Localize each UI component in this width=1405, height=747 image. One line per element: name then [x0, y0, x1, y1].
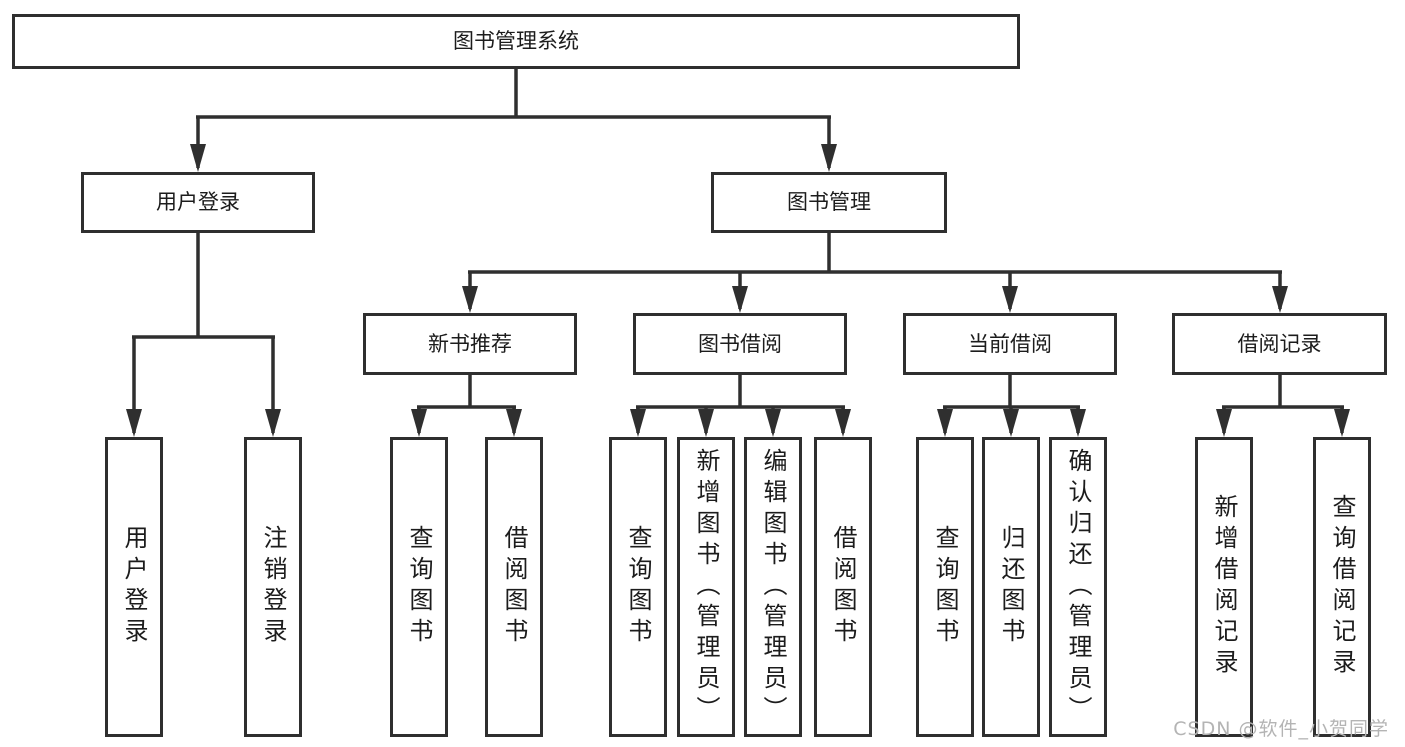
node-borrow-query-books: 查询图书 — [609, 437, 667, 737]
node-label: 借阅记录 — [1237, 331, 1322, 356]
connector-book-management-to-level3 — [462, 233, 1288, 313]
node-label: 用户登录 — [156, 190, 240, 214]
node-book-management: 图书管理 — [711, 172, 947, 233]
node-label: 新增借阅记录 — [1210, 494, 1238, 680]
arrowhead — [1334, 409, 1350, 437]
node-borrow-edit-books-admin: 编辑图书（管理员） — [744, 437, 802, 737]
node-recommend-borrow-books: 借阅图书 — [485, 437, 543, 737]
arrowhead — [126, 409, 142, 437]
connector-current-borrow-to-children — [937, 375, 1086, 437]
node-label: 图书管理 — [787, 190, 871, 214]
arrowhead — [411, 409, 427, 437]
node-label: 新增图书（管理员） — [692, 447, 720, 727]
arrowhead — [821, 144, 837, 172]
connector-book-borrow-to-children — [630, 375, 851, 437]
node-current-return-books: 归还图书 — [982, 437, 1040, 737]
arrowhead — [1002, 286, 1018, 313]
node-label: 查询图书 — [624, 525, 652, 649]
node-label: 查询图书 — [931, 525, 959, 649]
node-borrow-records: 借阅记录 — [1172, 313, 1387, 375]
node-label: 借阅图书 — [500, 525, 528, 649]
node-recommend-query-books: 查询图书 — [390, 437, 448, 737]
node-records-query-record: 查询借阅记录 — [1313, 437, 1371, 737]
node-borrow-add-books-admin: 新增图书（管理员） — [677, 437, 735, 737]
node-new-book-recommend: 新书推荐 — [363, 313, 577, 375]
csdn-watermark: CSDN @软件_小贺同学 — [1173, 718, 1389, 740]
arrowhead — [190, 144, 206, 172]
node-current-query-books: 查询图书 — [916, 437, 974, 737]
arrowhead — [1070, 409, 1086, 437]
node-label: 当前借阅 — [968, 331, 1052, 356]
node-user-login-action: 用户登录 — [105, 437, 163, 737]
connector-borrow-records-to-children — [1216, 375, 1350, 437]
node-book-borrow: 图书借阅 — [633, 313, 847, 375]
arrowhead — [698, 409, 714, 437]
arrowhead — [1272, 286, 1288, 313]
node-records-add-record: 新增借阅记录 — [1195, 437, 1253, 737]
arrowhead — [1003, 409, 1019, 437]
connector-new-book-recommend-to-children — [411, 375, 522, 437]
node-borrow-borrow-books: 借阅图书 — [814, 437, 872, 737]
arrowhead — [765, 409, 781, 437]
node-label: 新书推荐 — [428, 331, 512, 356]
connector-root-to-level2 — [190, 69, 837, 172]
node-label: 查询借阅记录 — [1328, 494, 1356, 680]
arrowhead — [1216, 409, 1232, 437]
arrowhead — [835, 409, 851, 437]
node-logout-action: 注销登录 — [244, 437, 302, 737]
node-label: 查询图书 — [405, 525, 433, 649]
arrowhead — [937, 409, 953, 437]
node-root: 图书管理系统 — [12, 14, 1020, 69]
arrowhead — [506, 409, 522, 437]
node-label: 图书借阅 — [698, 331, 782, 356]
node-label: 编辑图书（管理员） — [759, 447, 787, 727]
node-current-confirm-return-admin: 确认归还（管理员） — [1049, 437, 1107, 737]
node-current-borrow: 当前借阅 — [903, 313, 1117, 375]
node-label: 借阅图书 — [829, 525, 857, 649]
node-label: 图书管理系统 — [453, 29, 579, 53]
node-label: 确认归还（管理员） — [1064, 447, 1092, 727]
arrowhead — [732, 286, 748, 313]
node-user-login: 用户登录 — [81, 172, 315, 233]
node-label: 归还图书 — [997, 525, 1025, 649]
arrowhead — [265, 409, 281, 437]
node-label: 用户登录 — [120, 525, 148, 649]
arrowhead — [630, 409, 646, 437]
connector-user-login-to-children — [126, 233, 281, 437]
node-label: 注销登录 — [259, 525, 287, 649]
arrowhead — [462, 286, 478, 313]
